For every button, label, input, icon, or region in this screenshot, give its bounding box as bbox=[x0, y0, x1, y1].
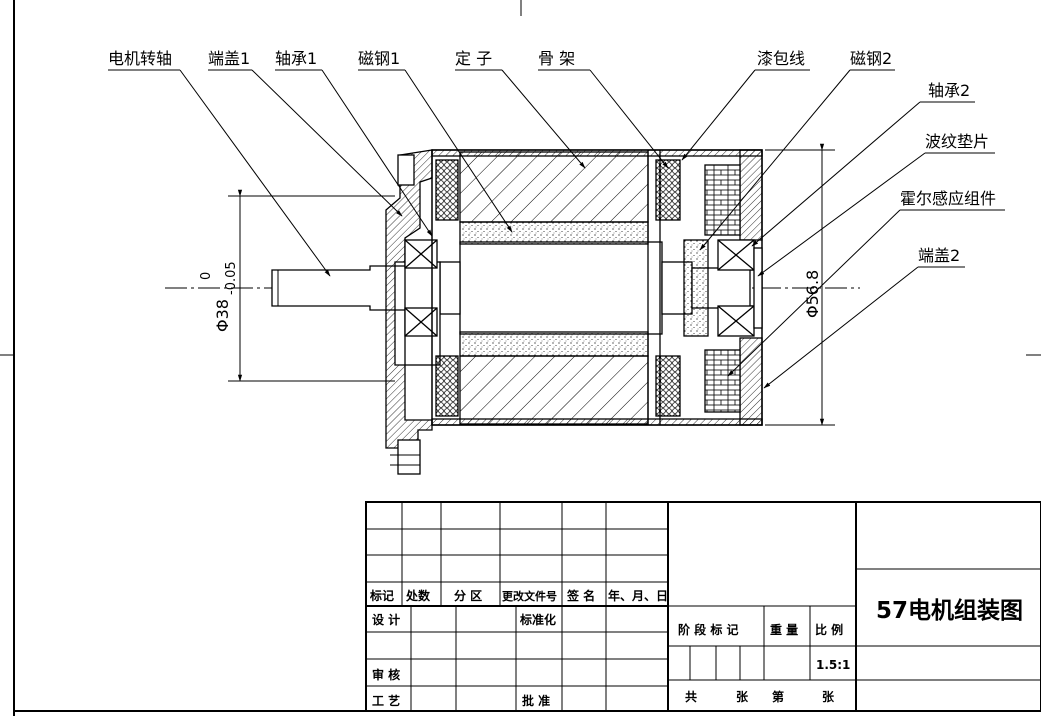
hall-sensor-top bbox=[704, 164, 741, 236]
tb-scale-value: 1.5:1 bbox=[816, 658, 850, 672]
label-bearing-1: 轴承1 bbox=[275, 49, 317, 68]
label-shaft: 电机转轴 bbox=[108, 49, 172, 68]
tb-header-mark: 标记 bbox=[369, 588, 394, 603]
dimension-lines bbox=[228, 143, 835, 426]
stator-core-top bbox=[459, 151, 649, 223]
tb-process: 工 艺 bbox=[372, 693, 400, 708]
bearing-2 bbox=[717, 239, 755, 337]
tb-stage-mark: 阶 段 标 记 bbox=[678, 622, 739, 637]
motor-section-view bbox=[271, 149, 763, 475]
tb-sheet-suffix: 张 bbox=[822, 689, 835, 704]
rotor-shaft-core bbox=[459, 241, 663, 335]
stator-core-bottom bbox=[459, 355, 649, 425]
label-magnet-1: 磁钢1 bbox=[358, 49, 400, 68]
tb-header-date: 年、月、日 bbox=[608, 588, 668, 603]
title-block bbox=[365, 501, 1041, 712]
wave-washer bbox=[753, 247, 763, 329]
tb-scale-label: 比 例 bbox=[815, 622, 843, 637]
tb-standardize: 标准化 bbox=[519, 612, 556, 627]
tb-header-count: 处数 bbox=[405, 588, 431, 603]
label-wave-washer: 波纹垫片 bbox=[925, 132, 989, 151]
shaft-tol-lower: -0.05 bbox=[224, 261, 239, 295]
tb-sheets: 张 bbox=[736, 689, 749, 704]
tb-header-change-doc: 更改文件号 bbox=[502, 589, 557, 603]
tb-header-sign: 签 名 bbox=[566, 588, 595, 603]
label-bearing-2: 轴承2 bbox=[928, 81, 970, 100]
shaft-diameter-dim: Φ38 bbox=[213, 299, 232, 332]
drawing-title: 57电机组装图 bbox=[876, 597, 1023, 624]
label-hall-sensor: 霍尔感应组件 bbox=[900, 189, 996, 208]
tb-review: 审 核 bbox=[372, 667, 400, 682]
tb-header-zone: 分 区 bbox=[454, 588, 482, 603]
coil-left-top bbox=[435, 159, 459, 221]
magnet-1-top bbox=[459, 221, 649, 245]
shaft-tol-upper: 0 bbox=[199, 272, 214, 280]
label-end-cap-1: 端盖1 bbox=[208, 49, 250, 68]
end-cap-2-top bbox=[739, 149, 763, 241]
label-end-cap-2: 端盖2 bbox=[918, 246, 960, 265]
tb-weight: 重 量 bbox=[770, 622, 798, 637]
tb-sheet-no: 第 bbox=[772, 689, 784, 704]
tb-approve: 批 准 bbox=[522, 693, 550, 708]
leader-lines bbox=[108, 69, 1005, 389]
end-cap-2-bottom bbox=[739, 337, 763, 426]
tb-total: 共 bbox=[685, 689, 697, 704]
coil-left-bottom bbox=[435, 355, 459, 417]
hall-sensor-bottom bbox=[704, 349, 741, 413]
label-stator: 定 子 bbox=[455, 49, 492, 68]
label-enameled-wire: 漆包线 bbox=[757, 49, 805, 68]
tb-design: 设 计 bbox=[372, 612, 400, 627]
label-magnet-2: 磁钢2 bbox=[850, 49, 892, 68]
label-frame: 骨 架 bbox=[538, 49, 575, 68]
title-block-text: 标记 处数 分 区 更改文件号 签 名 年、月、日 设 计 标准化 审 核 工 … bbox=[369, 588, 1023, 708]
magnet-1-bottom bbox=[459, 331, 649, 357]
